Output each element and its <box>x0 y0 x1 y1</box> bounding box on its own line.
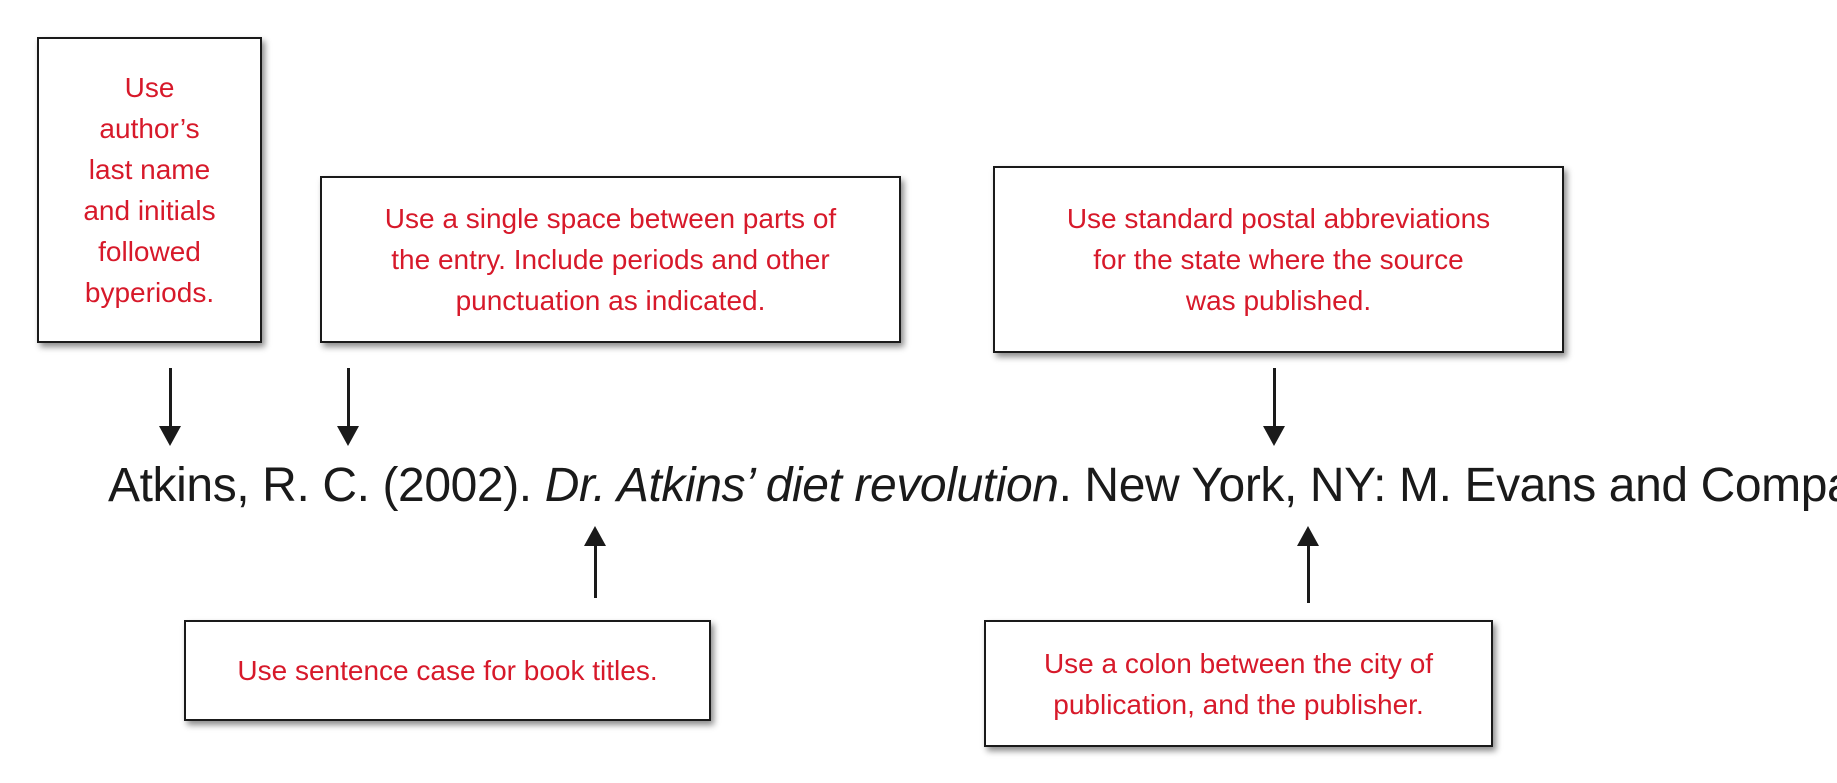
citation-book-title: Dr. Atkins’ diet revolution <box>544 459 1059 512</box>
callout-postal-text: Use standard postal abbreviations for th… <box>1066 203 1491 316</box>
apa-citation: Atkins, R. C. (2002). Dr. Atkins’ diet r… <box>108 456 1837 516</box>
callout-author-name: Use author’s last name and initials foll… <box>37 37 262 343</box>
arrow-down-spacing <box>337 368 359 446</box>
arrow-down-author <box>159 368 181 446</box>
callout-spacing-text: Use a single space between parts of the … <box>384 203 837 316</box>
citation-publisher: . New York, NY: M. Evans and Company. <box>1058 459 1837 512</box>
callout-author-name-text: Use author’s last name and initials foll… <box>83 72 216 308</box>
callout-sentence-case-text: Use sentence case for book titles. <box>237 655 658 686</box>
callout-sentence-case: Use sentence case for book titles. <box>184 620 711 721</box>
callout-colon-text: Use a colon between the city of publicat… <box>1043 647 1434 720</box>
callout-postal-abbreviations: Use standard postal abbreviations for th… <box>993 166 1564 353</box>
callout-spacing: Use a single space between parts of the … <box>320 176 901 343</box>
callout-colon: Use a colon between the city of publicat… <box>984 620 1493 747</box>
arrow-up-sentence-case <box>584 526 606 598</box>
arrow-up-colon <box>1297 526 1319 603</box>
arrow-down-postal <box>1263 368 1285 446</box>
citation-author-year: Atkins, R. C. (2002). <box>108 459 545 512</box>
